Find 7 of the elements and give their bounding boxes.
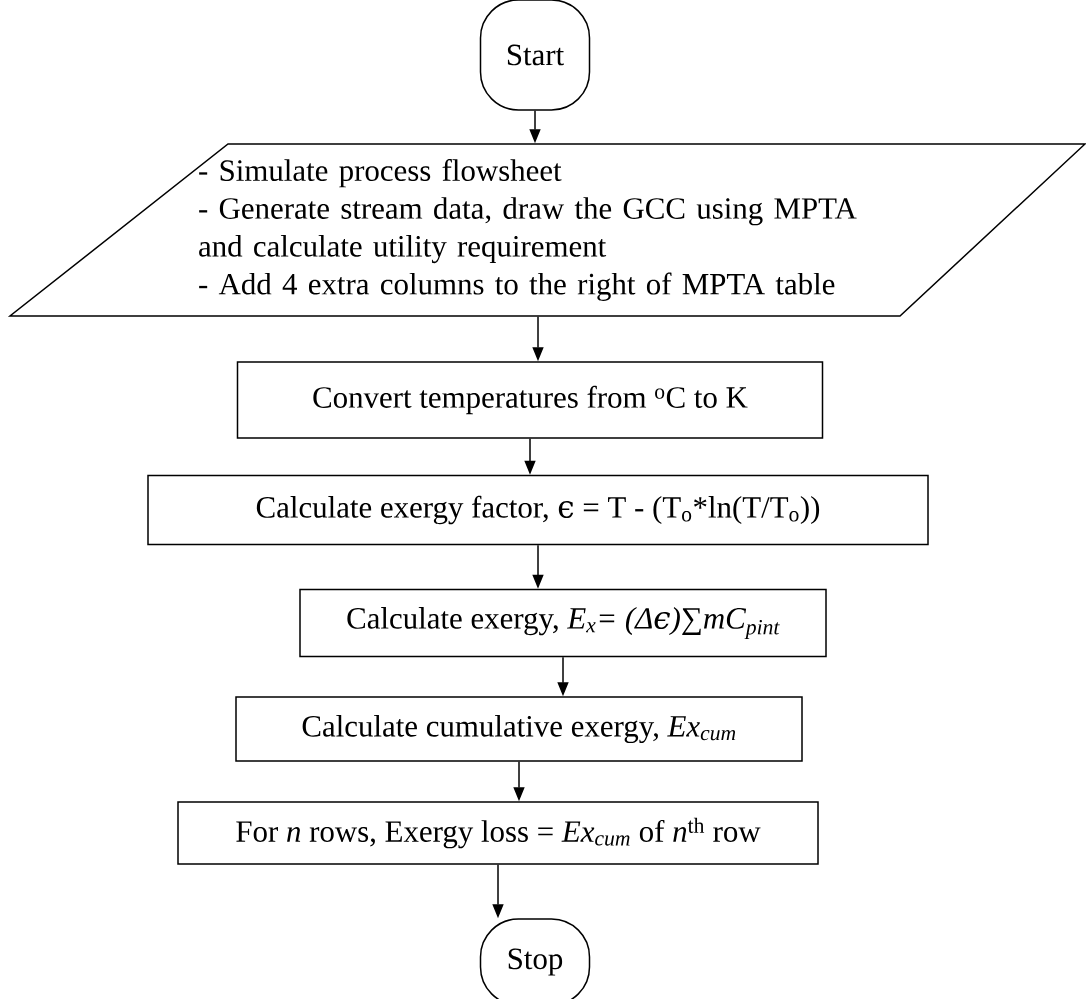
terminal-box: Stop [479, 918, 591, 999]
process-box: Calculate exergy factor, ϵ = T - (T$_{o}$*ln(T/T$_{o}$)) [147, 474, 929, 546]
process-box: Calculate cumulative exergy, Ex$_{cum}$ [235, 696, 803, 762]
terminal-box: Start [479, 0, 591, 111]
process-box: Calculate exergy, E$_{x}$= (Δϵ)∑mC$_{pint}$ [299, 588, 827, 658]
process-box: Convert temperatures from $^{o}$C to K [236, 361, 824, 439]
process-box: For n rows, Exergy loss = Ex$_{cum}$ of n$^{th}$ row [177, 801, 819, 865]
